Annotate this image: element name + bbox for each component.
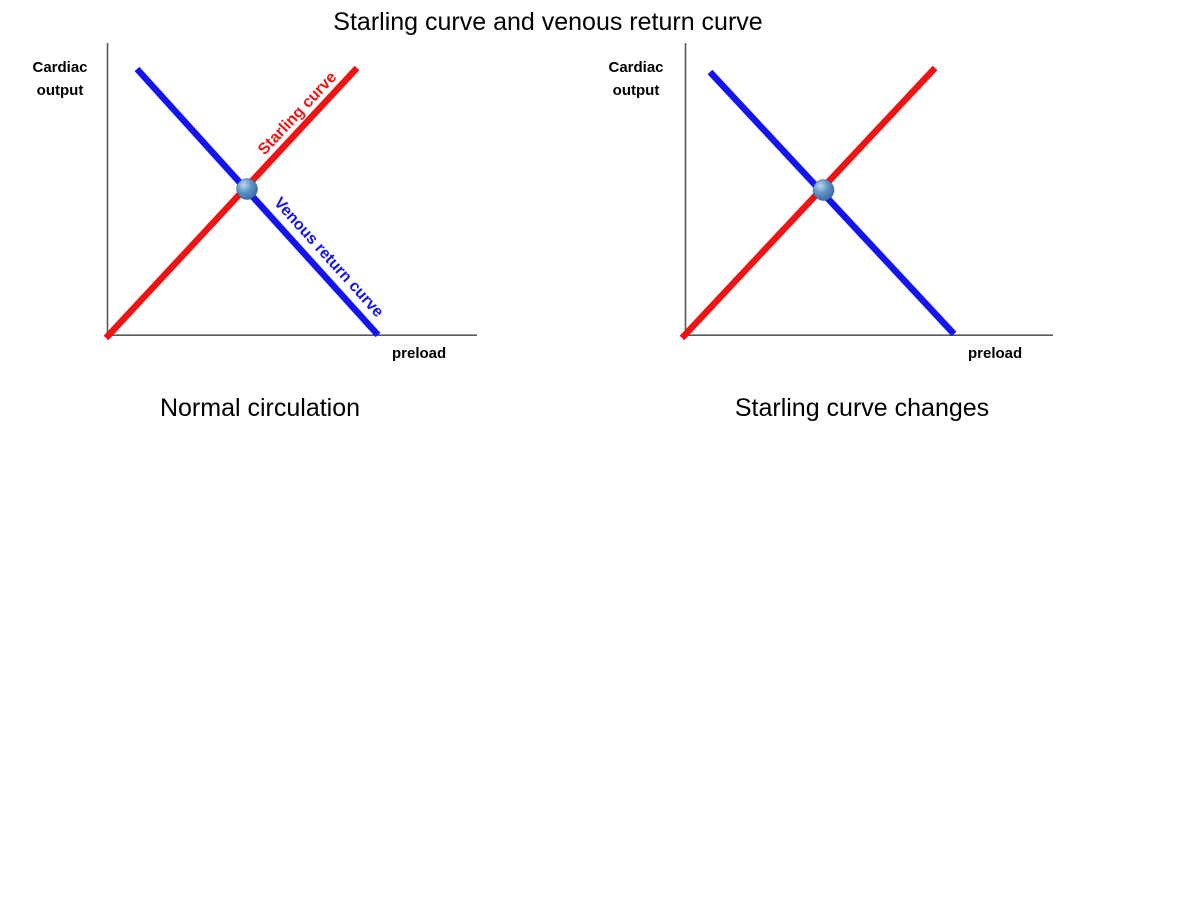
venous-return-curve-line — [707, 69, 957, 337]
panel-caption-normal-circulation: Normal circulation — [159, 394, 361, 422]
panel-caption-starling-curve-changes: Starling curve changes — [734, 394, 990, 422]
y-axis-label-cardiac-output: Cardiac output — [32, 59, 88, 99]
starling-changes-plot — [679, 43, 1053, 341]
starling-curve-line — [103, 65, 360, 341]
venous-return-curve-line — [134, 66, 381, 338]
equilibrium-point-dot — [236, 178, 258, 200]
equilibrium-point-dot — [812, 179, 835, 201]
x-axis-label-preload: preload — [968, 345, 1023, 362]
x-axis-label-preload: preload — [392, 345, 447, 362]
normal-circulation-plot — [103, 43, 477, 341]
slide-title: Starling curve and venous return curve — [333, 8, 763, 36]
y-axis-label-cardiac-output: Cardiac output — [608, 59, 664, 99]
starling-curve-line — [679, 65, 938, 341]
